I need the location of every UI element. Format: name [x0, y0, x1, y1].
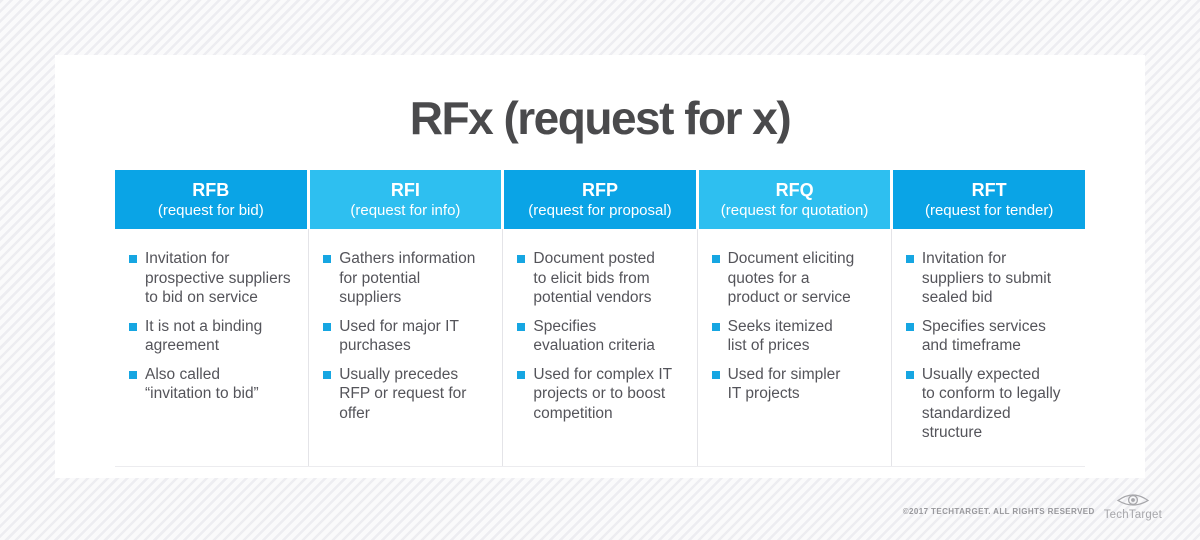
bullet-square-icon	[129, 370, 137, 379]
list-item: Document eliciting quotes for a product …	[711, 249, 879, 308]
rfx-table: RFB (request for bid) RFI (request for i…	[115, 170, 1085, 467]
column-header-rfp: RFP (request for proposal)	[504, 170, 696, 229]
column-body-rfq: Document eliciting quotes for a product …	[696, 229, 891, 466]
column-header-rfi: RFI (request for info)	[309, 170, 502, 229]
bullet-square-icon	[129, 322, 137, 331]
bullet-square-icon	[905, 322, 914, 331]
bullet-text: Document eliciting quotes for a product …	[727, 250, 855, 306]
bullet-square-icon	[517, 322, 526, 331]
list-item: Used for simpler IT projects	[711, 365, 879, 404]
logo-text: TechTarget	[1103, 509, 1162, 521]
header-abbr: RFT	[971, 179, 1007, 200]
bullet-square-icon	[129, 255, 137, 263]
column-body-rfb: Invitation for prospective suppliers to …	[115, 229, 308, 466]
header-abbr: RFI	[390, 179, 420, 200]
list-item: Gathers information for potential suppli…	[323, 249, 490, 308]
list-item: Invitation for prospective suppliers to …	[129, 249, 296, 308]
list-item: Seeks itemized list of prices	[711, 317, 879, 356]
header-abbr: RFQ	[775, 179, 814, 200]
header-abbr: RFP	[581, 179, 618, 200]
bullet-text: Invitation for prospective suppliers to …	[145, 250, 291, 306]
bullet-text: Specifies evaluation criteria	[533, 317, 655, 355]
bullet-square-icon	[323, 255, 332, 263]
header-subtitle: (request for proposal)	[528, 201, 672, 219]
list-item: Document posted to elicit bids from pote…	[517, 249, 684, 308]
eye-icon	[1116, 494, 1150, 506]
column-header-rfq: RFQ (request for quotation)	[698, 170, 891, 229]
header-subtitle: (request for bid)	[157, 201, 264, 219]
bullet-square-icon	[905, 370, 914, 379]
bullet-text: Seeks itemized list of prices	[727, 317, 833, 355]
infographic-card: RFx (request for x) RFB (request for bid…	[55, 55, 1145, 478]
list-item: Used for major IT purchases	[323, 317, 490, 356]
bullet-square-icon	[711, 370, 720, 379]
techtarget-logo: TechTarget	[1104, 492, 1162, 521]
bullet-square-icon	[711, 322, 720, 331]
bullet-square-icon	[905, 255, 914, 263]
bullet-text: It is not a binding agreement	[145, 317, 263, 355]
bullet-square-icon	[323, 370, 332, 379]
header-subtitle: (request for tender)	[924, 201, 1054, 219]
column-header-rfb: RFB (request for bid)	[115, 170, 307, 229]
footer: ©2017 TECHTARGET. ALL RIGHTS RESERVED Te…	[903, 492, 1162, 521]
list-item: Usually precedes RFP or request for offe…	[323, 365, 490, 424]
list-item: Usually expected to conform to legally s…	[905, 365, 1073, 443]
copyright-text: ©2017 TECHTARGET. ALL RIGHTS RESERVED	[902, 507, 1095, 516]
list-item: Specifies evaluation criteria	[517, 317, 684, 356]
bullet-text: Document posted to elicit bids from pote…	[533, 250, 655, 306]
bullet-text: Used for simpler IT projects	[727, 365, 841, 403]
column-header-rft: RFT (request for tender)	[893, 170, 1085, 229]
table-header-row: RFB (request for bid) RFI (request for i…	[115, 170, 1085, 229]
list-item: It is not a binding agreement	[129, 317, 296, 356]
bullet-square-icon	[711, 255, 720, 263]
bullet-square-icon	[517, 370, 526, 379]
bullet-square-icon	[323, 322, 332, 331]
list-item: Specifies services and timeframe	[905, 317, 1073, 356]
list-item: Invitation for suppliers to submit seale…	[905, 249, 1073, 308]
page-title: RFx (request for x)	[409, 92, 792, 144]
bullet-text: Usually precedes RFP or request for offe…	[339, 365, 467, 422]
column-body-rfp: Document posted to elicit bids from pote…	[502, 229, 696, 466]
bullet-square-icon	[517, 255, 526, 263]
list-item: Used for complex IT projects or to boost…	[517, 365, 684, 424]
list-item: Also called “invitation to bid”	[129, 365, 296, 404]
header-subtitle: (request for quotation)	[720, 201, 869, 219]
bullet-text: Used for complex IT projects or to boost…	[533, 365, 673, 422]
bullet-text: Used for major IT purchases	[339, 317, 459, 355]
column-body-rft: Invitation for suppliers to submit seale…	[890, 229, 1085, 466]
bullet-text: Also called “invitation to bid”	[145, 365, 259, 403]
bullet-text: Invitation for suppliers to submit seale…	[921, 250, 1052, 306]
bullet-text: Usually expected to conform to legally s…	[921, 365, 1061, 442]
bullet-text: Gathers information for potential suppli…	[339, 250, 476, 306]
header-subtitle: (request for info)	[350, 201, 461, 219]
column-body-rfi: Gathers information for potential suppli…	[308, 229, 502, 466]
table-body-row: Invitation for prospective suppliers to …	[115, 229, 1085, 467]
bullet-text: Specifies services and timeframe	[921, 317, 1046, 355]
header-abbr: RFB	[192, 179, 230, 200]
